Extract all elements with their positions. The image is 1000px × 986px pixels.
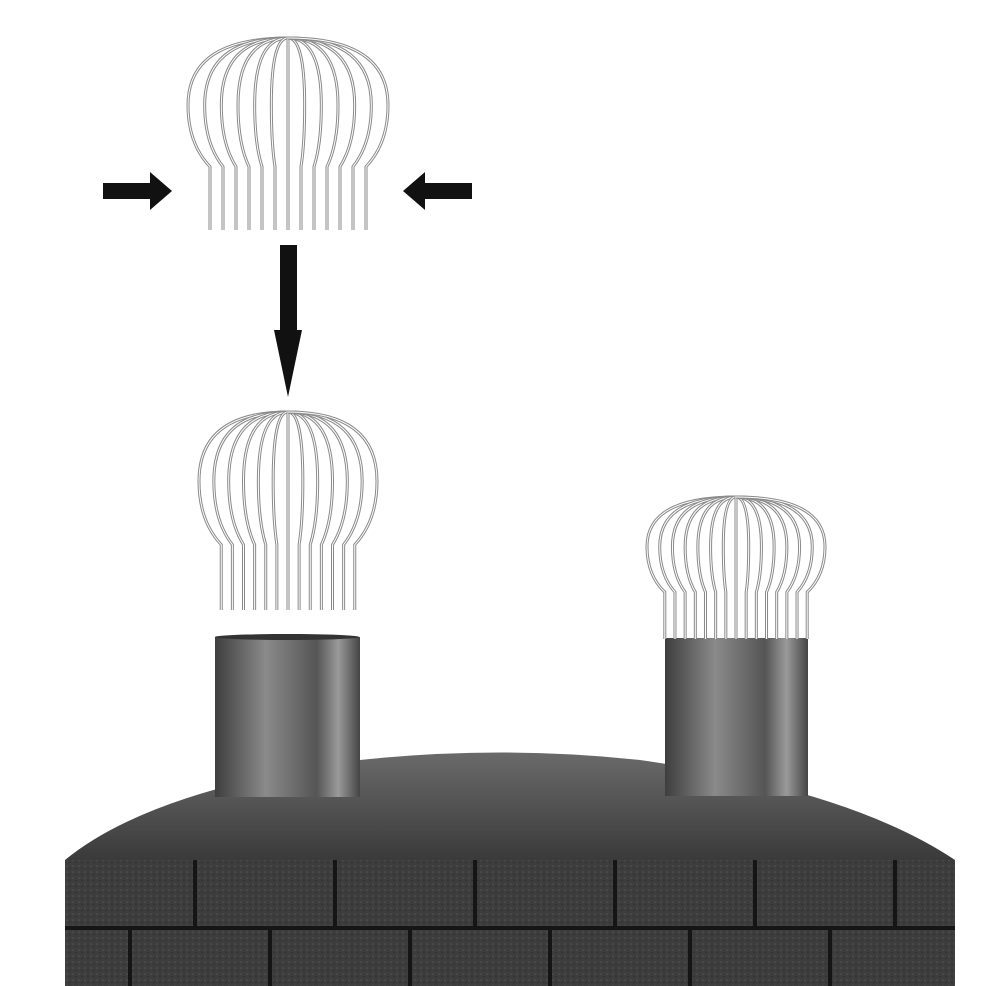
cage-wire xyxy=(257,411,289,610)
cage-wire xyxy=(287,411,378,610)
cage-wire xyxy=(735,496,788,639)
cage-wire xyxy=(287,37,389,230)
right-arrow-icon xyxy=(103,172,172,210)
cage-wire xyxy=(287,37,306,230)
cage-wire xyxy=(287,36,307,230)
left-downpipe xyxy=(215,634,360,797)
cage-wire xyxy=(710,496,737,639)
left-arrow-icon xyxy=(403,172,472,210)
cage-wire xyxy=(242,411,289,610)
cage-wire xyxy=(735,496,762,639)
cage-wire xyxy=(697,496,737,639)
cage-wire xyxy=(287,411,348,610)
cage-wire xyxy=(722,496,737,639)
cage-wire xyxy=(287,411,319,610)
cage-wire xyxy=(671,496,737,639)
installed-wire-cage xyxy=(645,495,827,639)
cage-wire xyxy=(198,411,289,610)
cage-wire xyxy=(287,37,356,230)
cage-wire xyxy=(228,411,289,610)
wire-cage-inserting xyxy=(197,410,379,610)
cage-wire xyxy=(213,411,289,610)
brick-wall xyxy=(65,860,955,986)
cage-wire xyxy=(272,411,289,610)
cage-wire xyxy=(237,37,289,230)
cage-wire xyxy=(287,37,339,230)
roof-cap xyxy=(65,752,955,860)
cage-wire xyxy=(204,37,289,230)
down-arrow-icon xyxy=(274,245,302,397)
cage-wire xyxy=(287,411,334,610)
cage-wire xyxy=(254,37,289,230)
cage-wire xyxy=(735,496,826,639)
cage-wire xyxy=(187,37,289,230)
cage-wire xyxy=(735,496,775,639)
cage-wire xyxy=(287,411,304,610)
cage-wire xyxy=(287,37,372,230)
cage-wire xyxy=(270,37,289,230)
cage-wire xyxy=(287,37,322,230)
cage-wire xyxy=(269,36,289,230)
cage-wire xyxy=(684,496,737,639)
cage-wire xyxy=(220,37,289,230)
cage-wire xyxy=(659,496,737,639)
right-downpipe xyxy=(665,638,808,796)
brick-mortar xyxy=(65,860,955,986)
cage-wire xyxy=(287,411,363,610)
squeezed-wire-cage xyxy=(186,36,390,230)
cage-wire xyxy=(735,496,750,639)
